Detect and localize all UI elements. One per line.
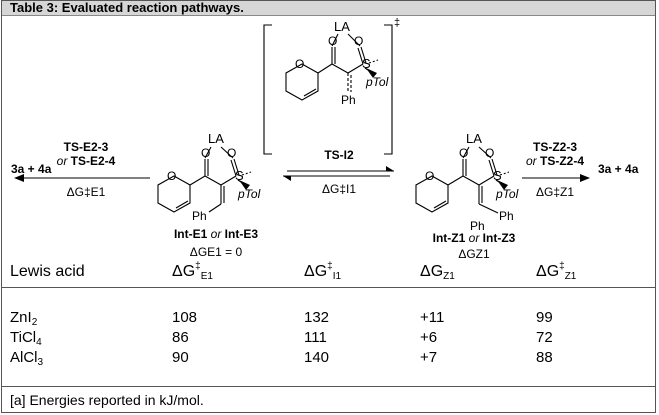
left-ts-line2: or TS-E2-4	[57, 154, 116, 168]
right-intermediate-molecule	[415, 146, 510, 214]
equilibrium-arrows	[283, 170, 394, 177]
right-sulfur: S	[493, 168, 502, 183]
left-ptol-label: pTol	[237, 187, 261, 201]
row-acid: AlCl3	[10, 349, 44, 368]
header-dg-ts-z1: ΔG‡Z1	[536, 261, 577, 282]
ts-lewis-acid-label: LA	[334, 19, 350, 34]
table-footnote: [a] Energies reported in kJ/mol.	[10, 392, 204, 408]
left-arrow-energy: ΔG‡E1	[67, 185, 106, 199]
left-lewis-acid-label: LA	[208, 131, 224, 146]
center-arrow-energy: ΔG‡I1	[322, 182, 356, 196]
header-dg-i1: ΔG‡I1	[304, 261, 342, 282]
ts-molecule	[285, 33, 379, 101]
row-dg-ts-z1: 99	[536, 309, 553, 326]
header-lewis-acid: Lewis acid	[10, 263, 85, 280]
ts-ph-label: Ph	[341, 93, 356, 107]
ts-sulfoxide-oxygen: O	[354, 34, 363, 48]
left-sulfoxide-oxygen: O	[227, 146, 236, 160]
right-wedge	[497, 180, 508, 190]
right-ph-label: Ph	[499, 209, 514, 223]
header-dg-z1: ΔGZ1	[420, 263, 455, 282]
left-ph-label: Ph	[192, 209, 207, 223]
left-products: 3a + 4a	[11, 162, 52, 176]
footer-rule	[2, 386, 655, 387]
left-carbonyl-oxygen: O	[201, 146, 210, 160]
ts-wedge	[366, 68, 377, 78]
right-ts-line1: TS-Z2-3	[533, 140, 577, 154]
ts-carbonyl-oxygen: O	[328, 34, 337, 48]
left-intermediate-name: Int-E1 or Int-E3	[174, 227, 258, 241]
row-dg-e1: 90	[172, 349, 189, 366]
header-dg-e1: ΔG‡E1	[172, 261, 213, 282]
left-ts-line1: TS-E2-3	[64, 140, 109, 154]
left-wedge	[239, 180, 250, 190]
row-dg-z1: +7	[420, 349, 438, 366]
equilibrium-arrowhead-right	[386, 166, 394, 171]
left-intermediate-energy: ΔGE1 = 0	[190, 245, 243, 259]
row-acid: ZnI2	[10, 309, 38, 328]
row-dg-i1: 140	[304, 349, 330, 366]
right-carbonyl-oxygen: O	[459, 146, 468, 160]
ts-double-dagger: ‡	[394, 17, 400, 29]
right-ring-oxygen: O	[425, 169, 434, 183]
equilibrium-arrowhead-left	[283, 176, 291, 181]
left-ring-oxygen: O	[167, 169, 176, 183]
ts-brackets	[263, 24, 393, 155]
row-dg-i1: 132	[304, 309, 330, 326]
row-dg-z1: +6	[420, 329, 438, 346]
header-rule	[2, 287, 655, 288]
right-arrow-energy: ΔG‡Z1	[536, 185, 574, 199]
row-dg-e1: 108	[172, 309, 198, 326]
reaction-scheme: ‡ LA O O O S pTol Ph LA O O O S pTol Ph …	[11, 17, 639, 261]
right-arrowhead	[580, 174, 590, 182]
right-ptol-label: pTol	[495, 187, 519, 201]
ts-ring-oxygen: O	[295, 57, 304, 71]
ts-sulfur: S	[362, 56, 371, 71]
right-lewis-acid-label: LA	[466, 131, 482, 146]
row-dg-ts-z1: 88	[536, 349, 553, 366]
row-dg-e1: 86	[172, 329, 189, 346]
table-caption: Table 3: Evaluated reaction pathways.	[2, 1, 655, 16]
right-ph-vertical-label: Ph	[470, 219, 485, 233]
right-sulfoxide-oxygen: O	[485, 146, 494, 160]
row-dg-ts-z1: 72	[536, 329, 553, 346]
row-acid: TiCl4	[10, 329, 42, 348]
center-ts-label: TS-I2	[324, 148, 354, 162]
left-arrowhead	[14, 174, 24, 182]
right-ts-line2: or TS-Z2-4	[526, 154, 584, 168]
right-intermediate-name: Int-Z1 or Int-Z3	[433, 231, 516, 245]
left-sulfur: S	[235, 168, 244, 183]
row-dg-i1: 111	[304, 329, 327, 346]
right-products: 3a + 4a	[598, 162, 639, 176]
right-intermediate-energy: ΔGZ1	[458, 247, 490, 261]
row-dg-z1: +11	[420, 309, 445, 326]
ts-ptol-label: pTol	[365, 75, 389, 89]
